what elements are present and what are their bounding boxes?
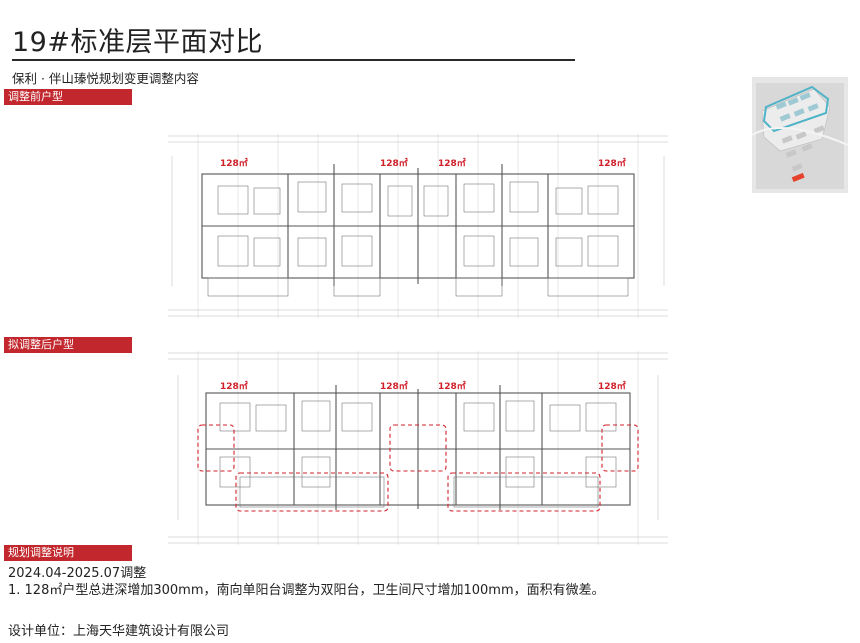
highlight-box-balcony-left (235, 472, 389, 512)
section-bar-notes: 规划调整说明 (4, 545, 132, 561)
area-label-after-1: 128㎡ (220, 380, 248, 392)
page-title: 19#标准层平面对比 (12, 27, 263, 58)
title-divider (12, 59, 575, 61)
notes-item-1: 1. 128㎡户型总进深增加300mm，南向单阳台调整为双阳台，卫生间尺寸增加1… (8, 583, 605, 598)
section-bar-before: 调整前户型 (4, 89, 132, 105)
floor-plan-after: 128㎡ 128㎡ 128㎡ 128㎡ (168, 351, 668, 545)
floor-plan-before: 128㎡ 128㎡ 128㎡ 128㎡ (168, 134, 668, 318)
highlight-box-balcony-right (447, 472, 601, 512)
section-bar-after: 拟调整后户型 (4, 337, 132, 353)
area-label-before-3: 128㎡ (438, 157, 466, 169)
area-label-after-2: 128㎡ (380, 380, 408, 392)
area-label-before-2: 128㎡ (380, 157, 408, 169)
area-label-before-1: 128㎡ (220, 157, 248, 169)
page-subtitle: 保利 · 伴山瑧悦规划变更调整内容 (12, 71, 199, 86)
adjustment-notes: 2024.04-2025.07调整 1. 128㎡户型总进深增加300mm，南向… (8, 565, 605, 599)
highlight-box-left (197, 424, 235, 472)
highlight-box-middle (389, 424, 447, 472)
area-label-after-4: 128㎡ (598, 380, 626, 392)
area-label-before-4: 128㎡ (598, 157, 626, 169)
designer-credit: 设计单位：上海天华建筑设计有限公司 (8, 624, 230, 639)
area-label-after-3: 128㎡ (438, 380, 466, 392)
site-key-map (752, 77, 848, 193)
notes-period: 2024.04-2025.07调整 (8, 566, 147, 581)
highlight-box-right (601, 424, 639, 472)
